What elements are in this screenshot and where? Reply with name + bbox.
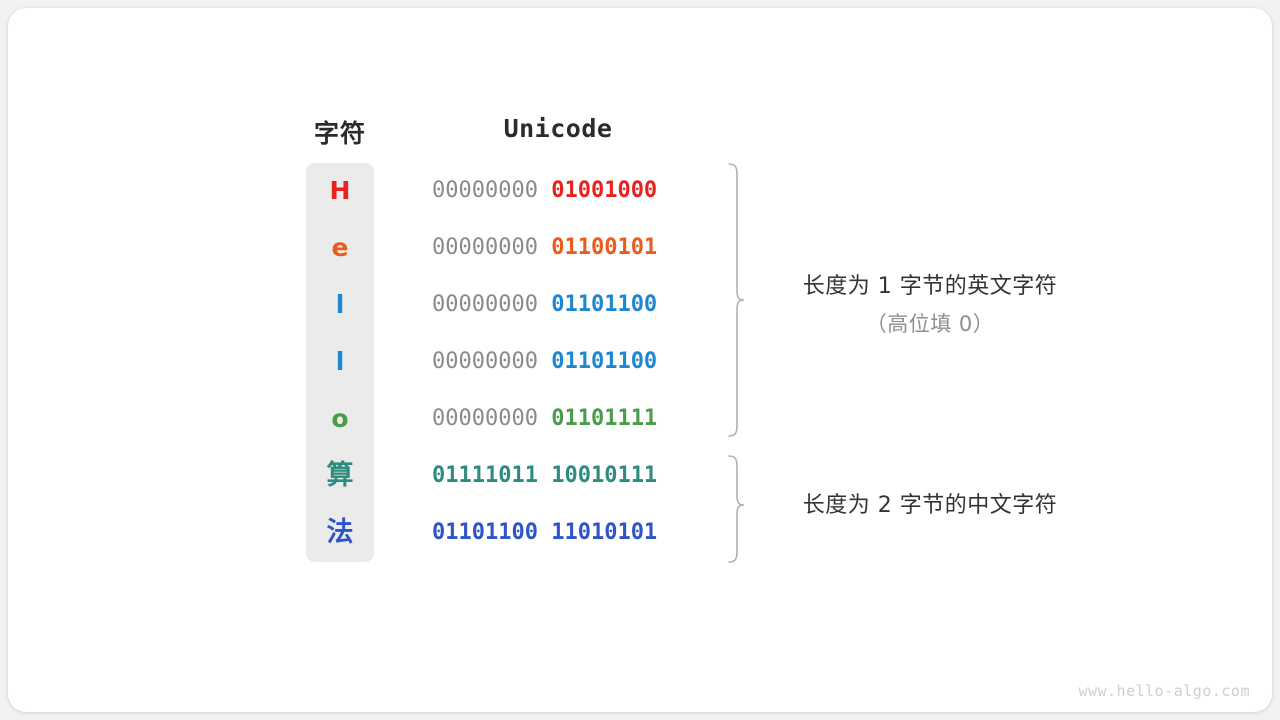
row-character: l xyxy=(335,347,345,376)
table-row: l 00000000 01101100 xyxy=(306,285,686,325)
annotation-english-line2: （高位填 0） xyxy=(865,312,995,336)
character-column-panel xyxy=(306,163,374,562)
diagram-card xyxy=(8,8,1272,712)
column-header-unicode: Unicode xyxy=(503,114,613,143)
annotation-english-line1: 长度为 1 字节的英文字符 xyxy=(802,274,1058,299)
table-row: l 00000000 01101100 xyxy=(306,342,686,382)
row-unicode-bits: 00000000 01101111 xyxy=(432,399,686,439)
column-header-character: 字符 xyxy=(313,120,366,148)
low-byte: 11010101 xyxy=(551,520,658,545)
high-byte: 01111011 xyxy=(432,463,538,488)
low-byte: 01101100 xyxy=(551,349,658,374)
table-row: 算 01111011 10010111 xyxy=(306,456,686,496)
row-character: 法 xyxy=(326,517,354,548)
low-byte: 01101100 xyxy=(551,292,658,317)
row-character: l xyxy=(335,290,345,319)
table-row: e 00000000 01100101 xyxy=(306,228,686,268)
low-byte: 10010111 xyxy=(551,463,658,488)
row-character: 算 xyxy=(326,460,354,491)
high-byte: 00000000 xyxy=(432,235,538,260)
low-byte: 01001000 xyxy=(551,178,658,203)
watermark: www.hello-algo.com xyxy=(1078,682,1250,700)
low-byte: 01100101 xyxy=(551,235,658,260)
low-byte: 01101111 xyxy=(551,406,658,431)
high-byte: 00000000 xyxy=(432,406,538,431)
row-character: e xyxy=(331,233,349,262)
row-character: H xyxy=(329,176,351,205)
table-row: 法 01101100 11010101 xyxy=(306,513,686,553)
high-byte: 00000000 xyxy=(432,292,538,317)
high-byte: 01101100 xyxy=(432,520,538,545)
row-unicode-bits: 00000000 01100101 xyxy=(432,228,686,268)
high-byte: 00000000 xyxy=(432,349,538,374)
row-unicode-bits: 00000000 01101100 xyxy=(432,285,686,325)
row-unicode-bits: 00000000 01001000 xyxy=(432,171,686,211)
annotation-english-byte-length: 长度为 1 字节的英文字符 （高位填 0） xyxy=(760,268,1100,338)
annotation-chinese-line1: 长度为 2 字节的中文字符 xyxy=(802,493,1058,518)
table-row: o 00000000 01101111 xyxy=(306,399,686,439)
row-character: o xyxy=(331,404,349,433)
table-row: H 00000000 01001000 xyxy=(306,171,686,211)
annotation-chinese-byte-length: 长度为 2 字节的中文字符 xyxy=(760,487,1100,519)
row-unicode-bits: 01111011 10010111 xyxy=(432,456,686,496)
row-unicode-bits: 01101100 11010101 xyxy=(432,513,686,553)
high-byte: 00000000 xyxy=(432,178,538,203)
row-unicode-bits: 00000000 01101100 xyxy=(432,342,686,382)
